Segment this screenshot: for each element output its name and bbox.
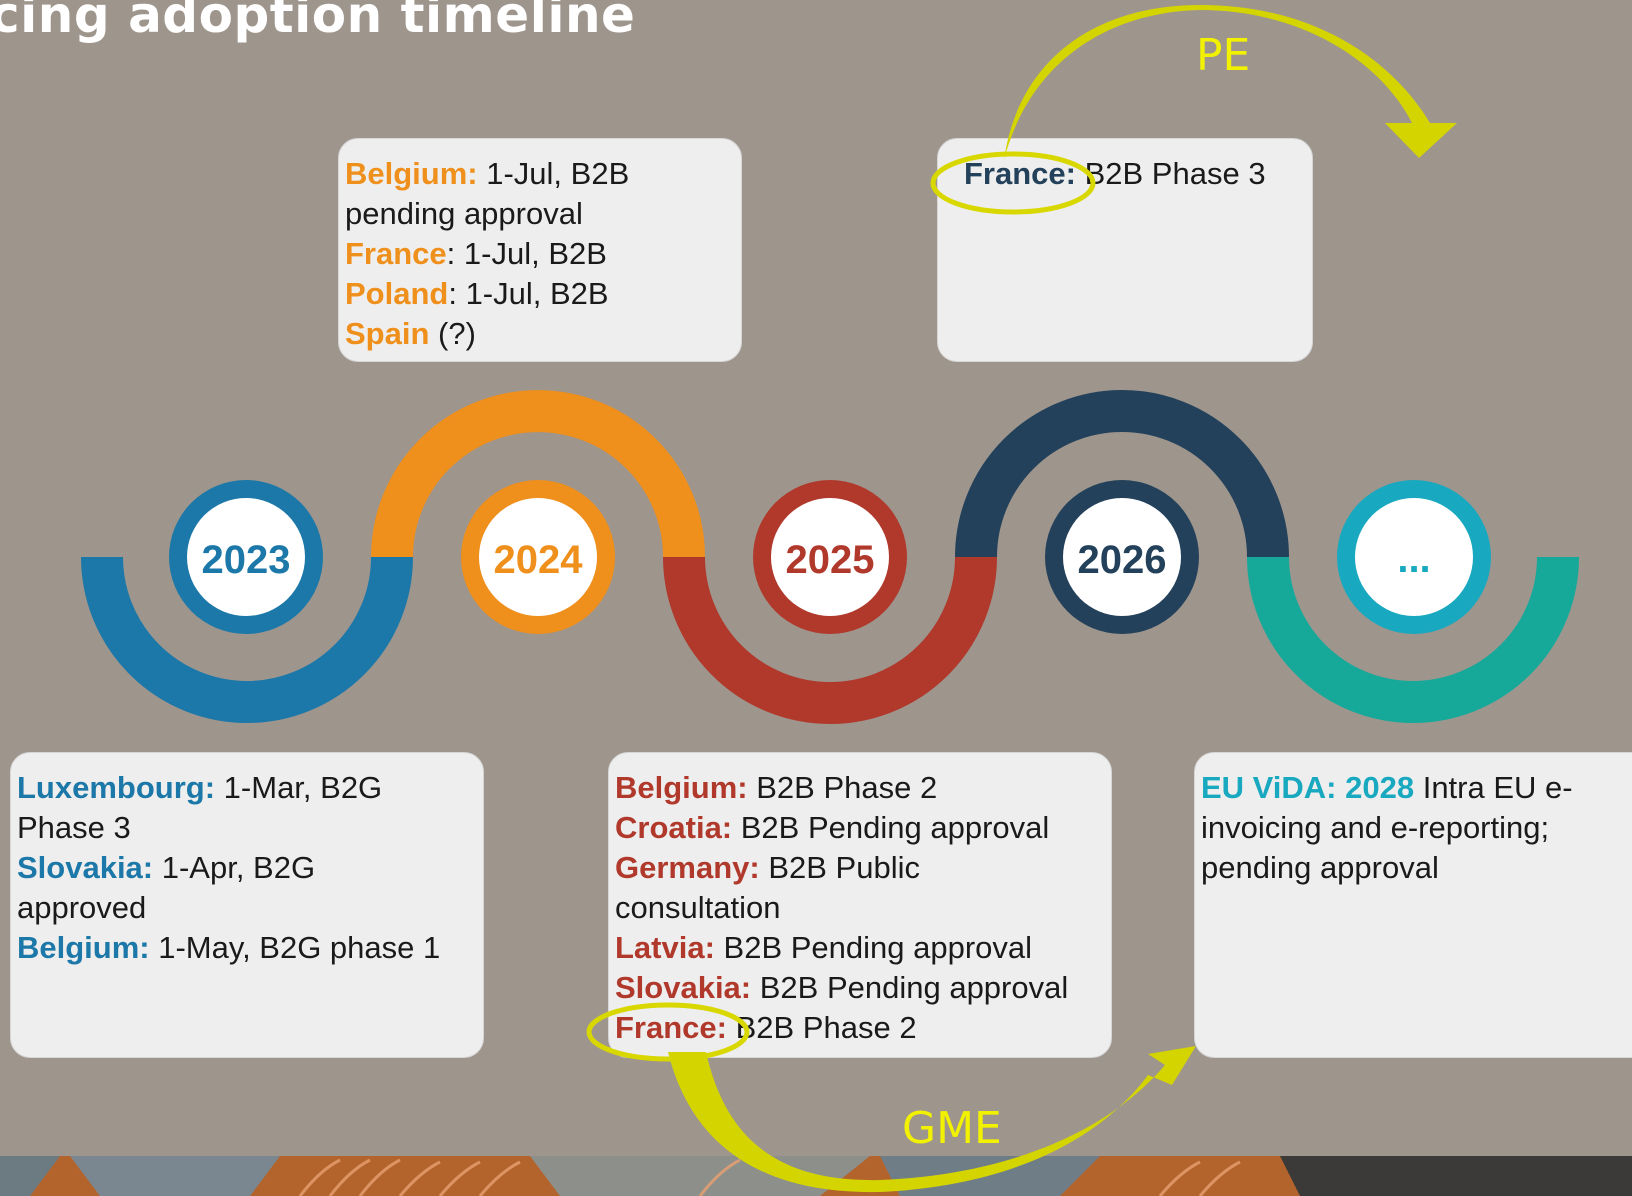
year-label-2026: 2026 bbox=[1078, 538, 1167, 582]
card-line: pending approval bbox=[345, 194, 735, 234]
card-2023: Luxembourg: 1-Mar, B2G Phase 3 Slovakia:… bbox=[10, 752, 484, 1058]
year-label-2023: 2023 bbox=[202, 538, 291, 582]
country-label: EU ViDA: 2028 bbox=[1201, 770, 1415, 805]
card-text: B2B Phase 2 bbox=[747, 770, 938, 805]
card-text: Phase 3 bbox=[17, 810, 131, 845]
card-text: B2B Phase 3 bbox=[1075, 156, 1266, 191]
card-line: France: B2B Phase 3 bbox=[964, 154, 1312, 194]
country-label: Poland bbox=[345, 276, 449, 311]
card-line: Belgium: 1-Jul, B2B bbox=[345, 154, 735, 194]
card-line: France: 1-Jul, B2B bbox=[345, 234, 735, 274]
card-line: Luxembourg: 1-Mar, B2G bbox=[17, 768, 477, 808]
card-line: France: B2B Phase 2 bbox=[615, 1008, 1105, 1048]
year-label-future: ... bbox=[1397, 537, 1430, 581]
country-label: Belgium: bbox=[345, 156, 478, 191]
card-text: B2B Pending approval bbox=[751, 970, 1069, 1005]
country-label: Croatia: bbox=[615, 810, 733, 845]
card-text: pending approval bbox=[1201, 850, 1439, 885]
wave-segment-2024 bbox=[371, 390, 705, 558]
card-text: 1-May, B2G phase 1 bbox=[149, 930, 441, 965]
card-text: : 1-Jul, B2B bbox=[448, 276, 609, 311]
card-future: EU ViDA: 2028 Intra EU e- invoicing and … bbox=[1194, 752, 1632, 1058]
card-text: 1-Apr, B2G bbox=[153, 850, 316, 885]
card-text: 1-Mar, B2G bbox=[215, 770, 383, 805]
card-line: Belgium: 1-May, B2G phase 1 bbox=[17, 928, 477, 968]
card-text: (?) bbox=[429, 316, 476, 351]
country-label: Spain bbox=[345, 316, 430, 351]
card-text: 1-Jul, B2B bbox=[477, 156, 630, 191]
annotation-gme: GME bbox=[902, 1103, 1002, 1154]
card-line: Croatia: B2B Pending approval bbox=[615, 808, 1105, 848]
card-text: approved bbox=[17, 890, 147, 925]
country-label: Germany: bbox=[615, 850, 760, 885]
card-line: consultation bbox=[615, 888, 1105, 928]
card-text: invoicing and e-reporting; bbox=[1201, 810, 1550, 845]
card-line: approved bbox=[17, 888, 477, 928]
card-line: Belgium: B2B Phase 2 bbox=[615, 768, 1105, 808]
year-circle-2023: 2023 bbox=[169, 480, 323, 634]
card-line: Phase 3 bbox=[17, 808, 477, 848]
country-label: Luxembourg: bbox=[17, 770, 216, 805]
country-label: Latvia: bbox=[615, 930, 715, 965]
country-label: Slovakia: bbox=[17, 850, 154, 885]
wave-segment-2026 bbox=[955, 390, 1289, 558]
year-circle-2025: 2025 bbox=[753, 480, 907, 634]
card-line: Spain (?) bbox=[345, 314, 735, 354]
year-circle-2024: 2024 bbox=[461, 480, 615, 634]
country-label: Belgium: bbox=[615, 770, 748, 805]
card-line: Latvia: B2B Pending approval bbox=[615, 928, 1105, 968]
country-label: France: bbox=[615, 1010, 727, 1045]
card-text: consultation bbox=[615, 890, 781, 925]
country-label: France bbox=[345, 236, 447, 271]
card-line: Germany: B2B Public bbox=[615, 848, 1105, 888]
card-text: B2B Pending approval bbox=[732, 810, 1050, 845]
year-circle-future: ... bbox=[1337, 480, 1491, 634]
year-circle-2026: 2026 bbox=[1045, 480, 1199, 634]
card-line: Poland: 1-Jul, B2B bbox=[345, 274, 735, 314]
card-line: pending approval bbox=[1201, 848, 1632, 888]
card-text: B2B Phase 2 bbox=[726, 1010, 917, 1045]
card-text: : 1-Jul, B2B bbox=[446, 236, 607, 271]
card-line: Slovakia: B2B Pending approval bbox=[615, 968, 1105, 1008]
card-line: Slovakia: 1-Apr, B2G bbox=[17, 848, 477, 888]
card-2024: Belgium: 1-Jul, B2B pending approval Fra… bbox=[338, 138, 742, 362]
wave-segment-future bbox=[1247, 556, 1579, 723]
country-label: France: bbox=[964, 156, 1076, 191]
card-line: invoicing and e-reporting; bbox=[1201, 808, 1632, 848]
page-title: cing adoption timeline bbox=[0, 0, 636, 44]
card-text: B2B Public bbox=[759, 850, 920, 885]
card-text: B2B Pending approval bbox=[714, 930, 1033, 965]
card-2026: France: B2B Phase 3 bbox=[937, 138, 1313, 362]
country-label: Belgium: bbox=[17, 930, 150, 965]
card-2025: Belgium: B2B Phase 2 Croatia: B2B Pendin… bbox=[608, 752, 1112, 1058]
wave-segment-2023 bbox=[81, 556, 413, 723]
card-text: pending approval bbox=[345, 196, 583, 231]
wave-segment-2025 bbox=[663, 556, 997, 724]
year-label-2025: 2025 bbox=[786, 538, 875, 582]
country-label: Slovakia: bbox=[615, 970, 752, 1005]
card-line: EU ViDA: 2028 Intra EU e- bbox=[1201, 768, 1632, 808]
card-text: Intra EU e- bbox=[1414, 770, 1573, 805]
year-label-2024: 2024 bbox=[494, 538, 584, 582]
annotation-pe: PE bbox=[1196, 30, 1251, 81]
